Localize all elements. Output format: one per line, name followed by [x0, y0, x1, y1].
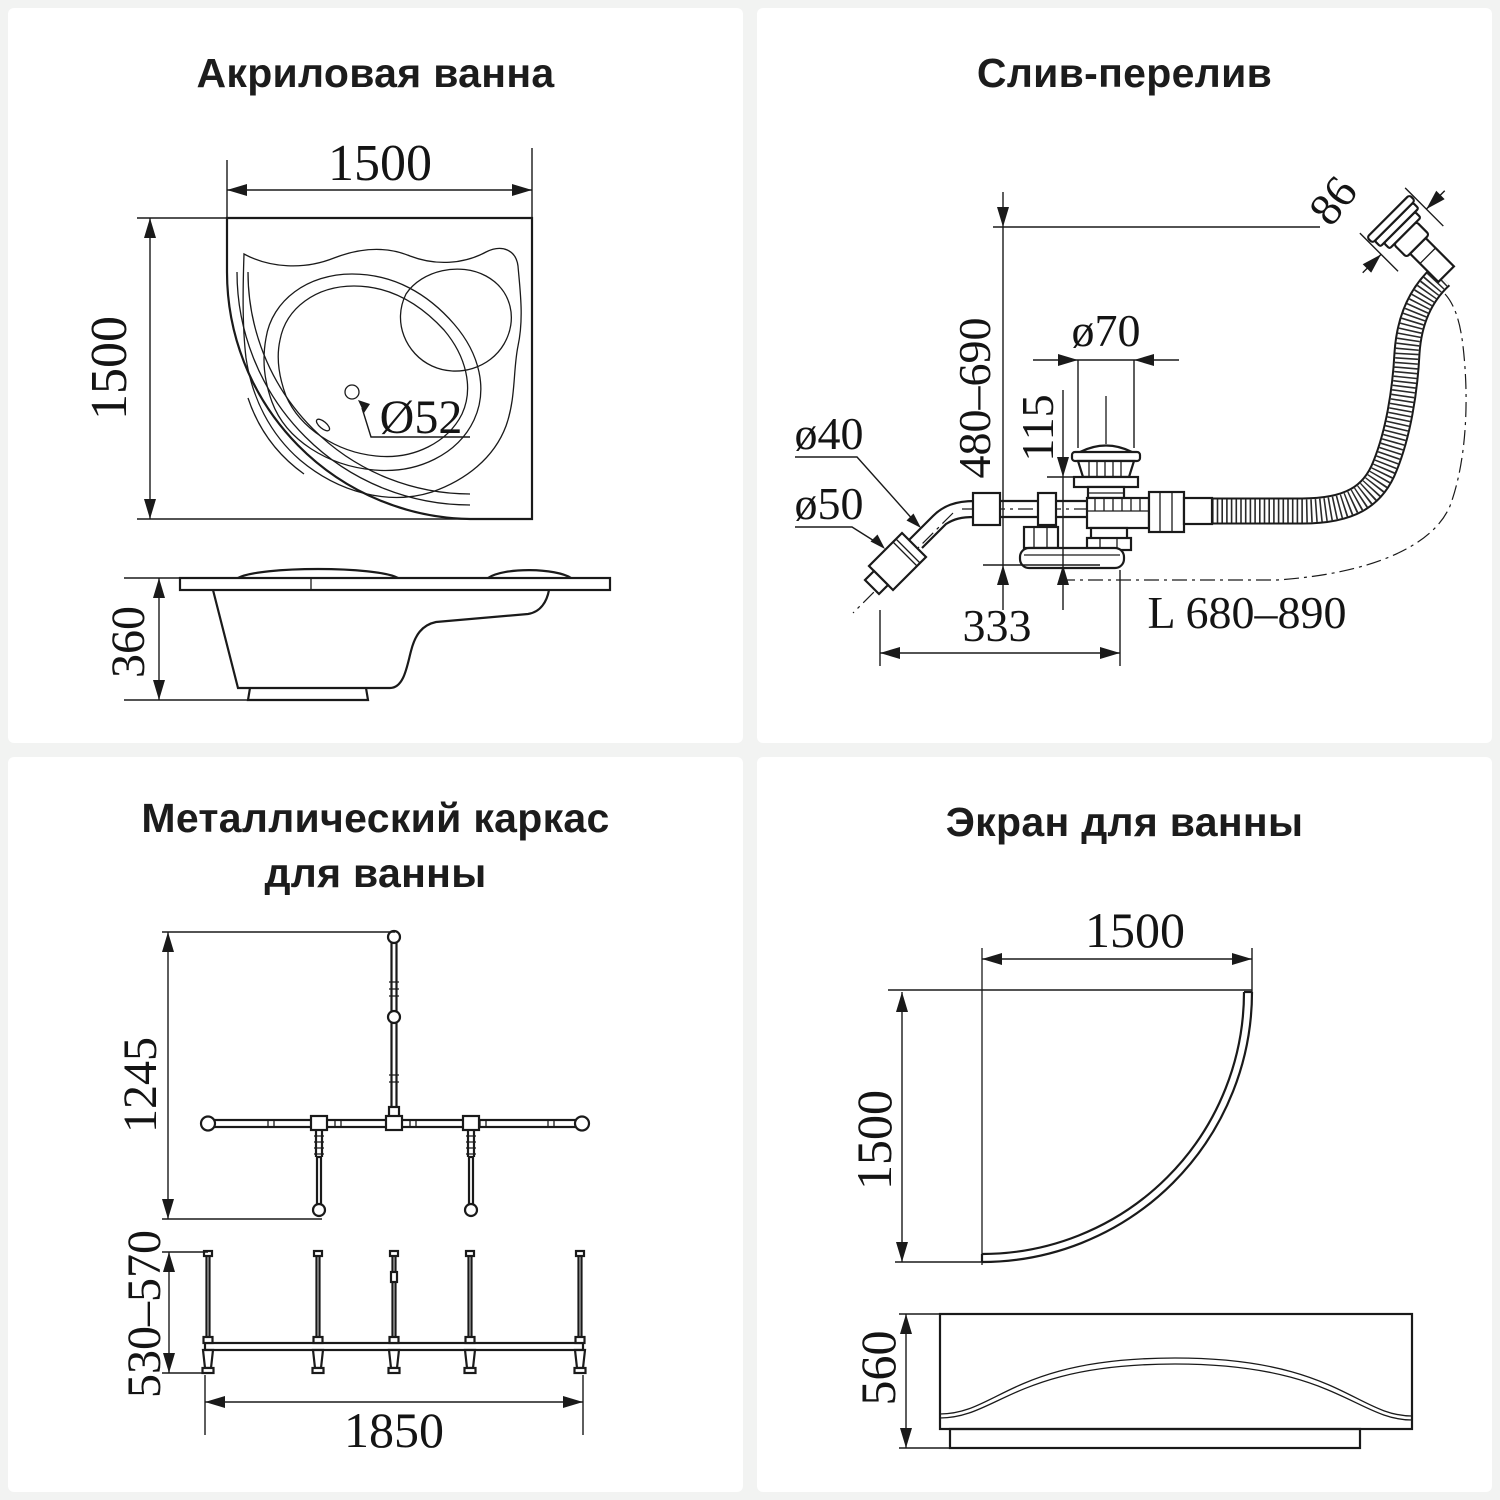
dim-overflow-width: 86	[1299, 167, 1368, 235]
overflow-head	[1359, 187, 1456, 284]
panel-bath-screen: Экран для ванны 1500	[757, 757, 1492, 1492]
dim-valve-height: 115	[1012, 394, 1063, 461]
frame-top-view	[199, 929, 591, 1218]
panel-acrylic-bath: Акриловая ванна	[8, 8, 743, 743]
screen-front-view	[938, 1312, 1414, 1450]
frame-dim-diagonal: 1245	[114, 931, 395, 1220]
bath-drawing: Ø52 1500 1500	[81, 135, 612, 702]
dim-bath-depth: 360	[102, 606, 155, 678]
frame-posts	[201, 1249, 587, 1375]
bath-top-view: Ø52	[225, 216, 534, 521]
panel-title-frame: Металлический каркас для ванны	[8, 791, 743, 901]
panel-metal-frame: Металлический каркас для ванны	[8, 757, 743, 1492]
frame-dim-length: 1850	[204, 1375, 584, 1458]
drain-centerlines	[852, 293, 1467, 614]
dim-outlet-diameter: ø50	[795, 478, 864, 529]
bath-dim-height: 1500	[81, 217, 532, 520]
dim-offset: 333	[963, 600, 1032, 651]
screen-dim-panel-height: 560	[850, 1313, 950, 1449]
drain-drawing: 86	[795, 167, 1467, 666]
drain-valve	[863, 396, 1214, 596]
screen-dim-width: 1500	[888, 902, 1253, 992]
drain-leaders: ø40 ø50	[795, 408, 921, 549]
bath-dim-depth: 360	[102, 577, 248, 701]
drain-dim-cap: ø70	[1033, 305, 1179, 448]
drain-dim-valve-height: 115	[1012, 390, 1090, 610]
panel-title-bath: Акриловая ванна	[196, 50, 555, 96]
panel-title-screen: Экран для ванны	[945, 799, 1304, 845]
dim-frame-height: 530–570	[118, 1230, 171, 1398]
dim-hose-length: L 680–890	[1148, 587, 1347, 638]
bath-side-view	[178, 567, 612, 702]
panel-title-frame-line2: для ванны	[264, 850, 487, 896]
screen-dim-height: 1500	[846, 992, 985, 1263]
dim-bath-drain: Ø52	[380, 391, 463, 444]
frame-leg-right	[463, 1130, 479, 1218]
panel-title-frame-line1: Металлический каркас	[141, 795, 610, 841]
screen-drawing: 1500 1500 560	[846, 902, 1414, 1450]
frame-drawing: 1245 530–570	[114, 929, 591, 1458]
dim-screen-width: 1500	[1085, 902, 1185, 958]
dim-bath-height: 1500	[81, 316, 138, 420]
dim-screen-panel-height: 560	[850, 1331, 906, 1406]
frame-front-view	[201, 1249, 587, 1375]
panel-drain-overflow: Слив-перелив	[757, 8, 1492, 743]
frame-dim-height: 530–570	[118, 1230, 208, 1398]
dim-pipe-diameter: ø40	[795, 408, 864, 459]
screen-top-view	[980, 948, 1254, 1265]
bath-dim-width: 1500	[226, 135, 533, 218]
dim-install-height: 480–690	[949, 318, 1000, 479]
dim-bath-width: 1500	[328, 135, 432, 192]
frame-leg-left	[311, 1130, 327, 1218]
dim-screen-height: 1500	[846, 1090, 902, 1190]
dim-frame-diagonal: 1245	[114, 1037, 167, 1133]
dim-cap-diameter: ø70	[1072, 305, 1141, 356]
drain-dim-offset: 333	[879, 570, 1121, 666]
dim-frame-length: 1850	[344, 1402, 444, 1458]
drain-dim-install-height: 480–690	[949, 192, 1320, 610]
drain-flexible-hose	[1212, 266, 1451, 525]
panel-title-drain: Слив-перелив	[976, 50, 1273, 96]
